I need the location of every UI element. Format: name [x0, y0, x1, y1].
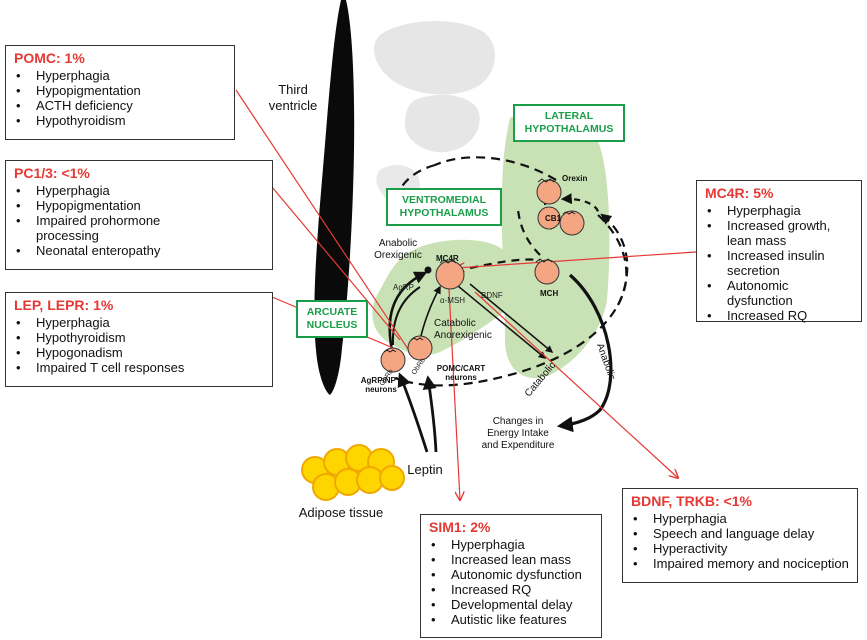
- adipose-tissue-cells: [301, 444, 405, 501]
- mc4r-title: MC4R: 5%: [705, 185, 774, 201]
- pomc-item: Hypopigmentation: [14, 83, 228, 98]
- bdnf-item: Hyperphagia: [631, 511, 851, 526]
- dashed-arrow-to-cb1: [560, 193, 600, 213]
- mc4r-item: Increased insulin secretion: [705, 248, 855, 278]
- pomc-cart-neurons-label: POMC/CART neurons: [436, 364, 486, 382]
- pc13-item: Impaired prohormone processing: [14, 213, 189, 243]
- pc13-box: PC1/3: <1% Hyperphagia Hypopigmentation …: [5, 160, 273, 270]
- arrow-leptin-2: [422, 375, 438, 453]
- red-line-mc4r: [456, 251, 697, 268]
- arrow-pomc-to-mc4r: [419, 285, 441, 341]
- arrow-agrp-to-mc4r: [388, 271, 428, 356]
- third-ventricle-shape: [314, 0, 355, 395]
- sim1-title: SIM1: 2%: [429, 519, 491, 535]
- dashed-arrow-to-lateral: [600, 213, 629, 306]
- agrp-label: AgRP: [393, 283, 414, 292]
- mc4r-neuron: [435, 259, 465, 290]
- red-line-pc13: [271, 186, 401, 341]
- bdnf-item: Speech and language delay: [631, 526, 851, 541]
- pomc-item: Hypothyroidism: [14, 113, 228, 128]
- sim1-item: Increased RQ: [429, 582, 595, 597]
- anabolic-orexigenic-label: Anabolic Orexigenic: [374, 238, 422, 261]
- pomc-item: Hyperphagia: [14, 68, 228, 83]
- mc4r-box: MC4R: 5% Hyperphagia Increased growth, l…: [696, 180, 862, 323]
- arrow-mc4r-catabolic-2: [469, 283, 554, 353]
- sim1-item: Developmental delay: [429, 597, 595, 612]
- mc4r-item: Increased growth, lean mass: [705, 218, 855, 248]
- brain-shape-1: [373, 20, 495, 95]
- sim1-item: Autonomic dysfunction: [429, 567, 595, 582]
- lep-box: LEP, LEPR: 1% Hyperphagia Hypothyroidism…: [5, 292, 273, 387]
- alpha-msh-label: α-MSH: [440, 296, 466, 305]
- orexin-neuron: [536, 178, 562, 205]
- bdnf-label: BDNF: [481, 291, 503, 300]
- adipose-tissue-label: Adipose tissue: [298, 505, 384, 520]
- lateral-hypothalamus-label: LATERAL HYPOTHALAMUS: [513, 104, 625, 142]
- arrow-anabolic: [556, 273, 613, 433]
- pc13-title: PC1/3: <1%: [14, 165, 90, 181]
- changes-label: Changes in Energy Intake and Expenditure: [481, 416, 555, 451]
- pc13-item: Neonatal enteropathy: [14, 243, 189, 258]
- pc13-item: Hypopigmentation: [14, 198, 189, 213]
- pomc-box: POMC: 1% Hyperphagia Hypopigmentation AC…: [5, 45, 235, 140]
- mc4r-item: Autonomic dysfunction: [705, 278, 855, 308]
- cb1-label: CB1: [545, 214, 562, 223]
- bdnf-title: BDNF, TRKB: <1%: [631, 493, 752, 509]
- pomc-item: ACTH deficiency: [14, 98, 228, 113]
- sim1-box: SIM1: 2% Hyperphagia Increased lean mass…: [420, 514, 602, 638]
- inhibit-orexigenic: [391, 286, 421, 346]
- third-ventricle-label: Third ventricle: [268, 82, 318, 113]
- lep-item: Hypogonadism: [14, 345, 266, 360]
- sim1-item: Hyperphagia: [429, 537, 595, 552]
- pc13-item: Hyperphagia: [14, 183, 189, 198]
- lep-item: Hyperphagia: [14, 315, 266, 330]
- ventromedial-tissue: [372, 239, 515, 355]
- mch-label: MCH: [540, 289, 559, 298]
- red-line-pomc: [235, 89, 411, 353]
- lateral-hypothalamus-tissue: [501, 111, 610, 379]
- pomc-title: POMC: 1%: [14, 50, 85, 66]
- mc4r-item: Hyperphagia: [705, 203, 855, 218]
- lep-title: LEP, LEPR: 1%: [14, 297, 114, 313]
- ventromedial-hypothalamus-label: VENTROMEDIAL HYPOTHALAMUS: [386, 188, 502, 226]
- mc4r-label: MC4R: [436, 254, 459, 263]
- arrow-mc4r-catabolic-1: [457, 285, 547, 359]
- catabolic-anorexigenic-label: Catabolic Anorexigenic: [434, 318, 492, 341]
- red-line-sim1: [447, 269, 460, 500]
- cb1-neuron: [537, 206, 585, 236]
- inhibit-dot: [424, 266, 432, 274]
- lep-item: Impaired T cell responses: [14, 360, 266, 375]
- bdnf-item: Hyperactivity: [631, 541, 851, 556]
- mch-neuron: [534, 258, 560, 285]
- lep-item: Hypothyroidism: [14, 330, 266, 345]
- agrp-npy-neuron: [380, 347, 406, 373]
- mc4r-item: Increased RQ: [705, 308, 855, 323]
- dashed-arrow-to-mc4r: [469, 209, 541, 270]
- sim1-item: Autistic like features: [429, 612, 595, 627]
- bdnf-item: Impaired memory and nociception: [631, 556, 851, 571]
- red-line-bdnf: [474, 291, 678, 478]
- bdnf-box: BDNF, TRKB: <1% Hyperphagia Speech and l…: [622, 488, 858, 583]
- orexin-label: Orexin: [562, 174, 588, 183]
- agrp-npy-neurons-label: AgRP/NPY neurons: [360, 376, 402, 394]
- sim1-item: Increased lean mass: [429, 552, 595, 567]
- pomc-cart-neuron: [407, 335, 433, 361]
- arcuate-nucleus-label: ARCUATE NUCLEUS: [296, 300, 368, 338]
- brain-shape-2: [405, 94, 480, 153]
- arrow-leptin-1: [397, 372, 429, 453]
- leptin-label: Leptin: [407, 462, 443, 477]
